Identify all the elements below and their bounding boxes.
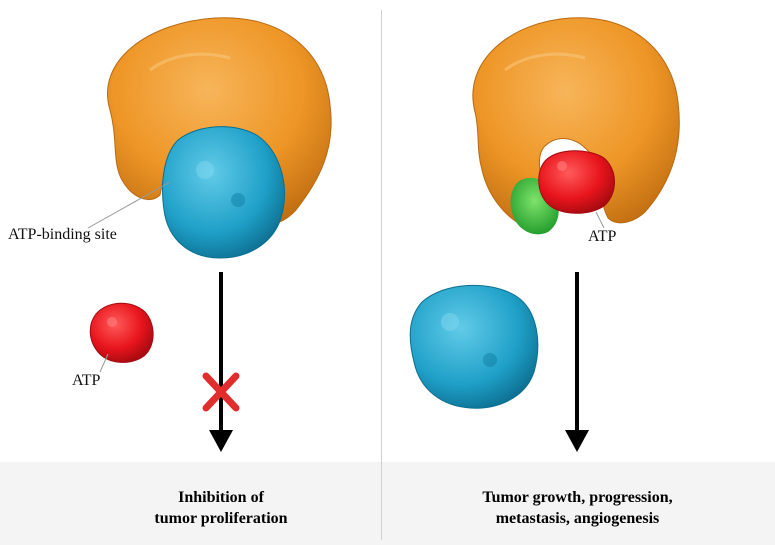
binding-site-leader-line bbox=[87, 181, 171, 229]
atp-binding-site-label: ATP-binding site bbox=[8, 226, 117, 243]
right-outcome-line1: Tumor growth, progression, bbox=[482, 489, 673, 506]
left-outcome-caption: Inhibition of tumor proliferation bbox=[110, 487, 332, 529]
atp-leader-line bbox=[99, 353, 109, 373]
left-atp-label: ATP bbox=[72, 372, 101, 389]
atp-molecule-icon bbox=[89, 302, 154, 363]
left-outcome-line1: Inhibition of bbox=[178, 489, 264, 506]
inhibitor-molecule-icon bbox=[162, 126, 285, 259]
caption-band bbox=[0, 462, 775, 545]
block-x-icon bbox=[202, 372, 240, 412]
arrow-down-icon bbox=[565, 272, 589, 452]
right-atp-label: ATP bbox=[588, 228, 617, 245]
right-outcome-line2: metastasis, angiogenesis bbox=[495, 510, 660, 527]
arrow-down-icon bbox=[209, 272, 233, 452]
atp-leader-line bbox=[595, 211, 605, 229]
atp-molecule-icon bbox=[538, 150, 615, 214]
left-outcome-line2: tumor proliferation bbox=[154, 510, 288, 527]
panel-divider bbox=[381, 10, 382, 540]
right-outcome-caption: Tumor growth, progression, metastasis, a… bbox=[440, 487, 715, 529]
inhibitor-molecule-icon bbox=[409, 284, 539, 409]
